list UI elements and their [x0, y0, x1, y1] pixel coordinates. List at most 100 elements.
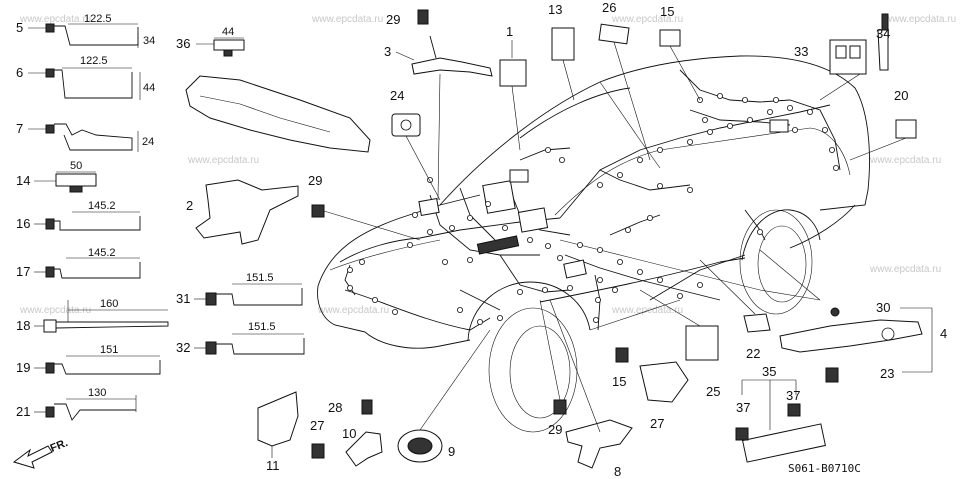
harness-connector [484, 200, 491, 207]
part-number: 21 [16, 404, 30, 419]
harness-connector [657, 182, 664, 189]
watermarks: www.epcdata.ru www.epcdata.ru www.epcdat… [19, 14, 956, 316]
part-number: 29 [386, 12, 400, 27]
harness-connector [597, 246, 604, 253]
part-number: 13 [548, 2, 562, 17]
harness-connector [747, 117, 754, 124]
part-number: 10 [342, 426, 356, 441]
front-direction-indicator: FR. [12, 437, 70, 469]
front-label: FR. [49, 437, 70, 455]
part-number: 2 [186, 198, 193, 213]
harness-connector [496, 314, 503, 321]
harness-connector [597, 181, 604, 188]
watermark: www.epcdata.ru [187, 155, 259, 166]
dimension-label: 122.5 [80, 55, 108, 67]
part-number: 23 [880, 366, 894, 381]
harness-connector [391, 308, 398, 315]
part-number: 3 [384, 44, 391, 59]
clip-17: 17 145.2 [16, 247, 141, 279]
part-number: 11 [266, 458, 280, 473]
dimension-label: 24 [142, 136, 154, 148]
harness-connector [545, 242, 552, 249]
harness-connector [371, 296, 378, 303]
harness-connector [595, 296, 602, 303]
watermark: www.epcdata.ru [19, 305, 91, 316]
part-number: 4 [940, 326, 947, 341]
harness-connector [822, 127, 829, 134]
dimension-label: 145.2 [88, 247, 116, 259]
part-number: 25 [706, 384, 720, 399]
dimension-label: 44 [143, 82, 155, 94]
part-number: 16 [16, 216, 30, 231]
part-number: 7 [16, 121, 23, 136]
dimension-label: 160 [100, 298, 118, 310]
harness-connector [757, 228, 764, 235]
harness-connector [426, 228, 433, 235]
harness-connector [657, 276, 664, 283]
diagram-code: S061-B0710C [788, 462, 861, 475]
part-number: 30 [876, 300, 890, 315]
harness-connector [767, 109, 774, 116]
harness-connector [466, 214, 473, 221]
harness-connector [466, 256, 473, 263]
harness-connector [545, 146, 552, 153]
harness-connector [411, 211, 418, 218]
part-number: 34 [876, 26, 890, 41]
part-number: 29 [308, 173, 322, 188]
dimension-label: 130 [88, 387, 106, 399]
clip-list: 5 122.5 34 6 122.5 44 7 24 [16, 13, 305, 421]
harness-connector [456, 306, 463, 313]
harness-connector [727, 123, 734, 130]
harness-connector [707, 128, 714, 135]
dimension-label: 34 [143, 35, 155, 47]
part-number: 28 [328, 400, 342, 415]
part-number: 26 [602, 0, 616, 15]
part-number: 29 [548, 422, 562, 437]
watermark: www.epcdata.ru [884, 14, 956, 25]
part-number: 5 [16, 20, 23, 35]
harness-connector [829, 146, 836, 153]
watermark: www.epcdata.ru [19, 14, 91, 25]
harness-connector [792, 127, 799, 134]
part-number: 19 [16, 360, 30, 375]
harness-connector [358, 258, 365, 265]
clip-32: 32 151.5 [176, 321, 305, 355]
dimension-label: 44 [222, 26, 234, 38]
harness-connector [346, 266, 353, 273]
watermark: www.epcdata.ru [611, 14, 683, 25]
clip-19: 19 151 [16, 344, 161, 375]
harness-connector [501, 224, 508, 231]
part-number: 27 [650, 416, 664, 431]
harness-connector [677, 292, 684, 299]
part-number: 15 [612, 374, 626, 389]
part-number: 14 [16, 173, 30, 188]
clip-36: 36 44 [176, 26, 245, 57]
harness-connector [637, 268, 644, 275]
part-number: 37 [736, 400, 750, 415]
dimension-label: 50 [70, 160, 82, 172]
harness-connector [625, 226, 632, 233]
dimension-label: 122.5 [84, 13, 112, 25]
watermark: www.epcdata.ru [869, 155, 941, 166]
clip-16: 16 145.2 [16, 200, 141, 231]
harness-connector [742, 97, 749, 104]
harness-connector [617, 258, 624, 265]
clip-7: 7 24 [16, 121, 154, 152]
harness-connector [448, 224, 455, 231]
watermark: www.epcdata.ru [611, 305, 683, 316]
harness-connector [697, 281, 704, 288]
dimension-label: 151 [100, 344, 118, 356]
dimension-label: 151.5 [248, 321, 276, 333]
part-number: 37 [786, 388, 800, 403]
watermark: www.epcdata.ru [317, 305, 389, 316]
clip-14: 14 50 [16, 160, 97, 193]
harness-connector [527, 236, 534, 243]
part-number: 35 [762, 364, 776, 379]
part-number: 27 [310, 418, 324, 433]
harness-connector [702, 117, 709, 124]
part-number: 17 [16, 264, 30, 279]
watermark: www.epcdata.ru [869, 264, 941, 275]
harness-connector [476, 318, 483, 325]
clip-6: 6 122.5 44 [16, 55, 155, 100]
